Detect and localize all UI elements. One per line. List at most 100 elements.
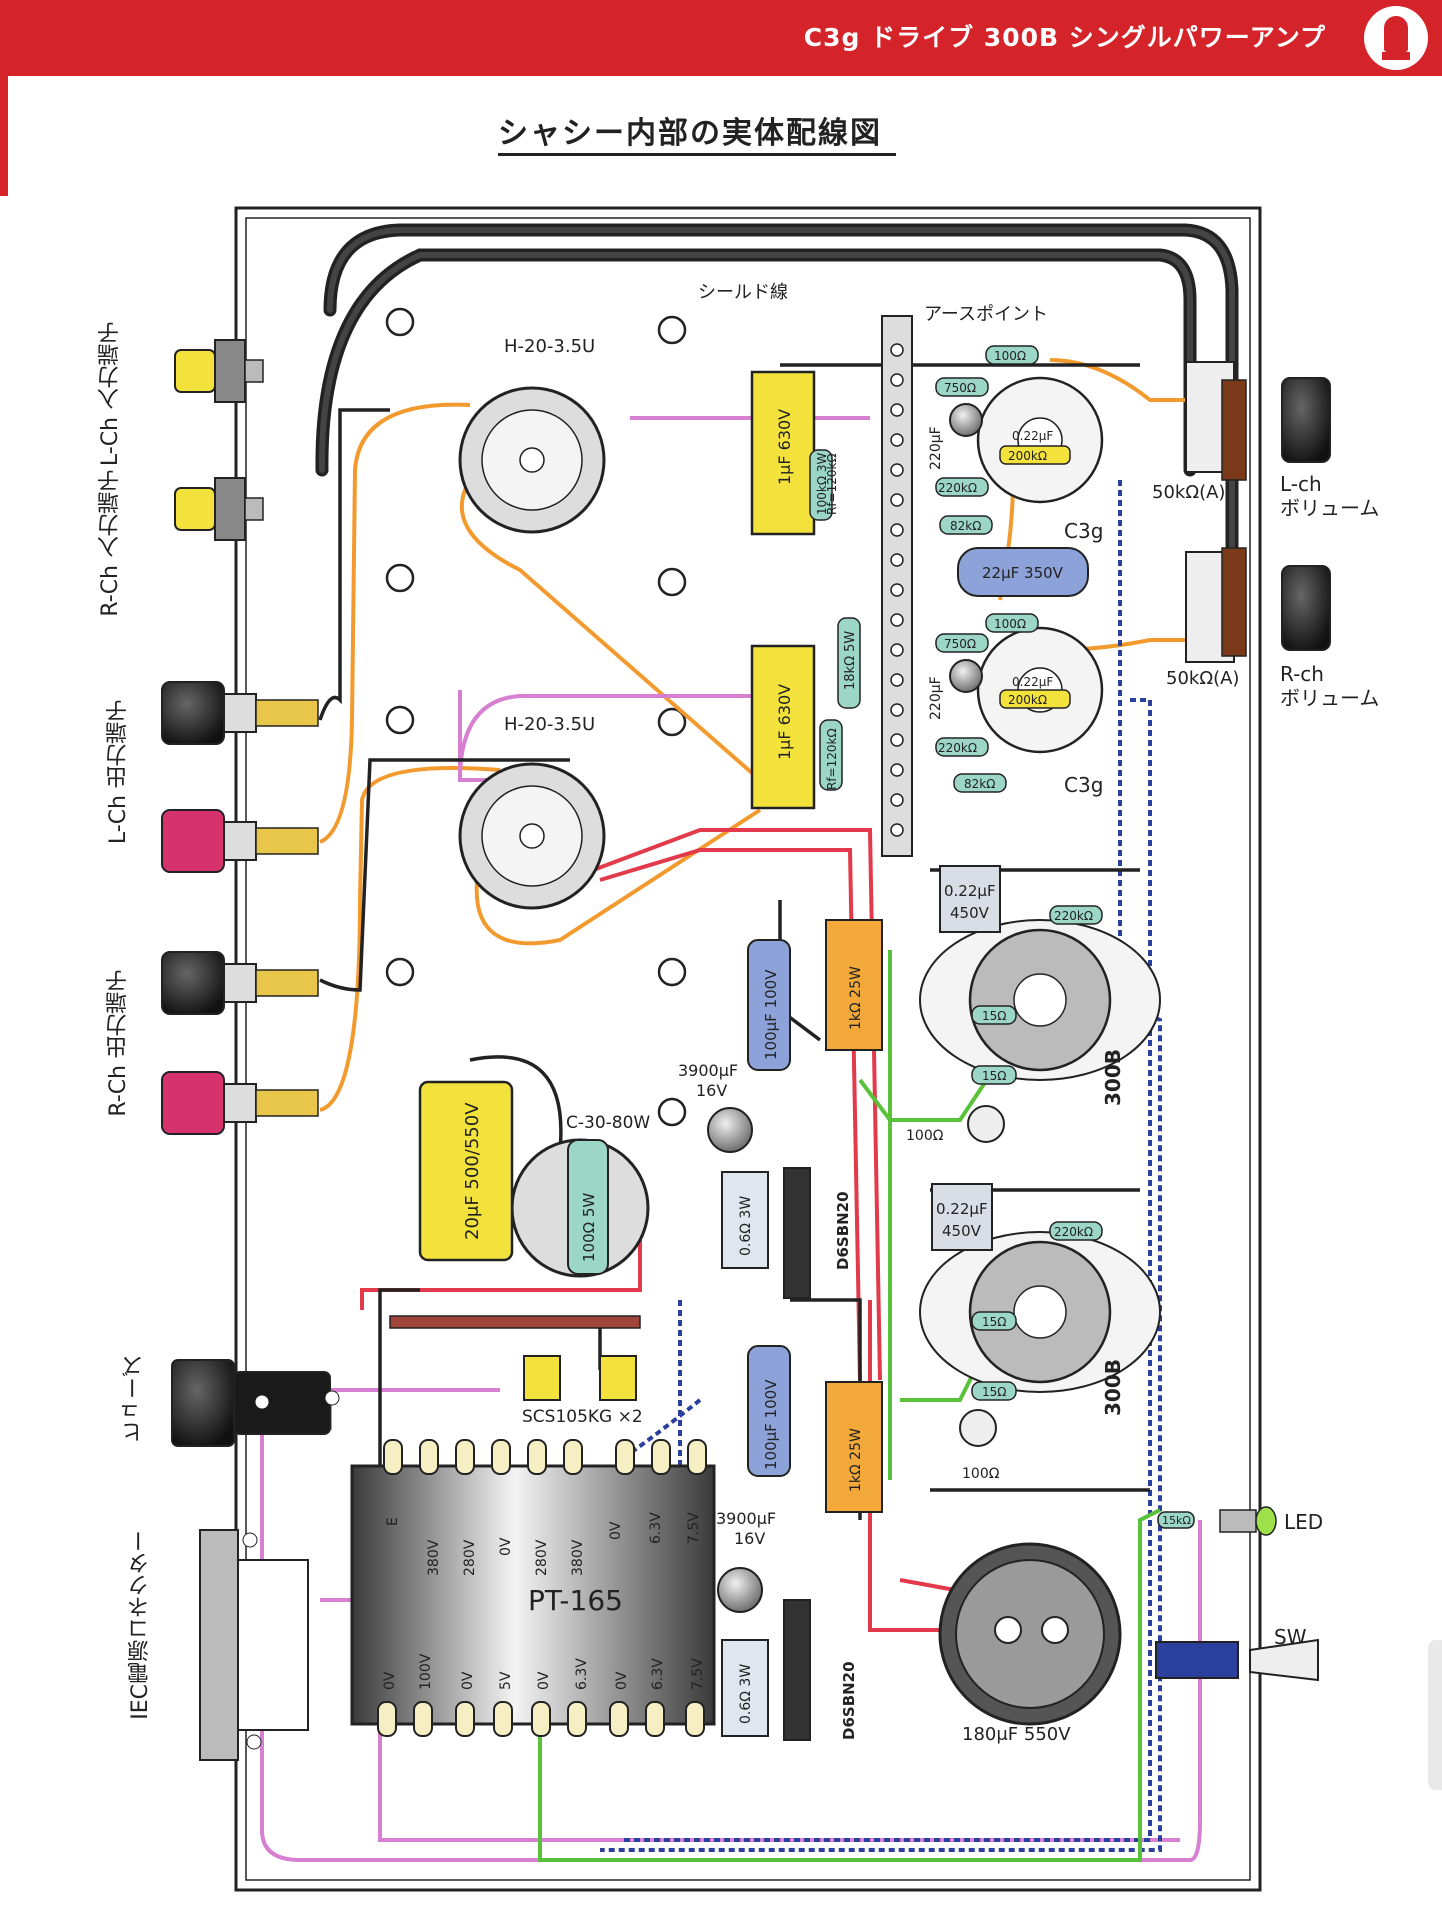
chassis-inner bbox=[245, 217, 1251, 1881]
tube-300b-socket-2 bbox=[919, 1231, 1161, 1393]
pt-taps-bottom: 0V 100V 0V 5V 0V 6.3V 0V 6.3V 7.5V bbox=[382, 1653, 706, 1690]
earth-point-label: アースポイント bbox=[924, 304, 1048, 325]
res-1k-25w-1 bbox=[825, 919, 883, 1051]
svg-text:6.3V: 6.3V bbox=[648, 1512, 664, 1544]
lch-volume-pot bbox=[1185, 361, 1331, 481]
svg-text:0V: 0V bbox=[460, 1671, 476, 1690]
cap-1uf-630v-b bbox=[750, 644, 816, 810]
side-accent bbox=[0, 76, 8, 196]
res-06-label-2: 0.6Ω 3W bbox=[738, 1664, 754, 1724]
cap-022-450-label-2b: 450V bbox=[942, 1222, 982, 1240]
out-transformer-1-label: H-20-3.5U bbox=[504, 336, 595, 357]
res-220k-label-4: 220kΩ bbox=[1054, 1225, 1093, 1239]
iec-connector bbox=[199, 1529, 309, 1761]
cap-1uf-630v-a bbox=[750, 370, 816, 536]
cap-1uf-label-2: 1μF 630V bbox=[775, 684, 794, 760]
tube-300b-socket-1 bbox=[919, 919, 1161, 1081]
res-750-label-1: 750Ω bbox=[944, 381, 976, 395]
shield-wire-label: シールド線 bbox=[698, 282, 788, 303]
output-transformer-2 bbox=[458, 762, 606, 910]
pt-terminals bbox=[377, 1439, 707, 1737]
rectifier-1 bbox=[783, 1167, 811, 1299]
rch-output-black-post bbox=[161, 951, 319, 1015]
svg-text:0V: 0V bbox=[498, 1537, 514, 1556]
res-06-label-1: 0.6Ω 3W bbox=[738, 1196, 754, 1256]
choke-label: C-30-80W bbox=[566, 1113, 650, 1133]
res-220k-label-3: 220kΩ bbox=[1054, 909, 1093, 923]
cap-220-label-1: 220μF bbox=[928, 426, 944, 470]
tube-300b-label-1: 300B bbox=[1101, 1049, 1125, 1106]
svg-text:280V: 280V bbox=[534, 1539, 550, 1576]
cap-20uf-500v bbox=[418, 1080, 514, 1262]
svg-text:280V: 280V bbox=[462, 1539, 478, 1576]
cap-1uf-label-1: 1μF 630V bbox=[775, 409, 794, 485]
res-15-label-4: 15Ω bbox=[982, 1385, 1006, 1399]
res-100k-3w-label: 100kΩ 3W bbox=[815, 453, 829, 515]
cap-100uf-label-1: 100μF 100V bbox=[762, 969, 780, 1060]
cap-022-450-label-2a: 0.22μF bbox=[936, 1200, 988, 1218]
c3g-label-1: C3g bbox=[1064, 519, 1103, 543]
cap-022-450-label-1a: 0.22μF bbox=[944, 882, 996, 900]
header-title: C3g ドライブ 300B シングルパワーアンプ bbox=[803, 23, 1326, 52]
cap-220uf-1 bbox=[949, 403, 983, 437]
cap-220uf-2 bbox=[949, 659, 983, 693]
diode-scs105kg-1 bbox=[523, 1355, 561, 1401]
lch-output-black-post bbox=[161, 681, 319, 745]
c3g-socket-1 bbox=[976, 376, 1104, 504]
svg-text:0V: 0V bbox=[382, 1671, 398, 1690]
svg-text:380V: 380V bbox=[426, 1539, 442, 1576]
cap-022-label-1: 0.22μF bbox=[1012, 429, 1053, 443]
page-title: シャシー内部の実体配線図 bbox=[498, 116, 882, 151]
res-rf120k-label-1: Rf=120kΩ bbox=[825, 453, 839, 515]
led-label: LED bbox=[1284, 1510, 1324, 1534]
res-1k25-label-2: 1kΩ 25W bbox=[848, 1428, 864, 1492]
title-underline bbox=[498, 153, 896, 156]
svg-text:100V: 100V bbox=[418, 1653, 434, 1690]
pot-100-label-2: 100Ω bbox=[962, 1466, 1000, 1482]
res-15-label-3: 15Ω bbox=[982, 1315, 1006, 1329]
res-220k-label-1: 220kΩ bbox=[938, 481, 977, 495]
pot-100-label-1: 100Ω bbox=[906, 1128, 944, 1144]
res-200k-pair bbox=[999, 445, 1071, 709]
res-200k-label-2: 200kΩ bbox=[1008, 693, 1047, 707]
out-transformer-2-label: H-20-3.5U bbox=[504, 714, 595, 735]
cap-220-label-2: 220μF bbox=[928, 676, 944, 720]
res-15-label-2: 15Ω bbox=[982, 1069, 1006, 1083]
lch-input-jack bbox=[174, 339, 264, 403]
cap-3900-label-2a: 3900μF bbox=[716, 1509, 776, 1528]
bridge-label-1: D6SBN20 bbox=[834, 1191, 852, 1270]
cap-180uf-550v bbox=[938, 1542, 1122, 1726]
vacuum-tube-icon bbox=[1364, 6, 1428, 70]
svg-text:6.3V: 6.3V bbox=[574, 1658, 590, 1690]
svg-text:0V: 0V bbox=[608, 1521, 624, 1540]
svg-text:0V: 0V bbox=[614, 1671, 630, 1690]
page-edge-tab bbox=[1428, 1640, 1442, 1790]
res-100-5w-label: 100Ω 5W bbox=[580, 1193, 598, 1262]
res-rf120k-label-2: Rf=120kΩ bbox=[825, 728, 839, 790]
small-resistors bbox=[809, 345, 1195, 1529]
choke-c30-80w bbox=[510, 1138, 650, 1278]
res-1k-25w-2 bbox=[825, 1381, 883, 1513]
cap-3900uf-2 bbox=[717, 1567, 763, 1613]
svg-text:380V: 380V bbox=[570, 1539, 586, 1576]
svg-text:7.5V: 7.5V bbox=[690, 1658, 706, 1690]
led-indicator bbox=[1219, 1506, 1277, 1536]
res-220k-label-2: 220kΩ bbox=[938, 741, 977, 755]
pt-taps-top: E 380V 280V 0V 280V 380V 0V 6.3V 7.5V bbox=[385, 1512, 702, 1576]
svg-text:6.3V: 6.3V bbox=[650, 1658, 666, 1690]
pt-label: PT-165 bbox=[528, 1584, 623, 1617]
res-15-label-1: 15Ω bbox=[982, 1009, 1006, 1023]
green-wires bbox=[538, 950, 1161, 1862]
diode-scs105kg-2 bbox=[599, 1355, 637, 1401]
pot-100-ohm bbox=[959, 1105, 1005, 1447]
vol-value-2: 50kΩ(A) bbox=[1166, 668, 1239, 689]
svg-text:7.5V: 7.5V bbox=[686, 1512, 702, 1544]
cap-20uf-label: 20μF 500/550V bbox=[462, 1102, 483, 1240]
res-82k-label-1: 82kΩ bbox=[950, 519, 981, 533]
cap-100uf-100v-1 bbox=[747, 939, 791, 1071]
earth-terminals bbox=[890, 343, 904, 837]
res-100-label-1: 100Ω bbox=[994, 349, 1026, 363]
cap-022-label-2: 0.22μF bbox=[1012, 675, 1053, 689]
output-transformer-1 bbox=[458, 386, 606, 534]
